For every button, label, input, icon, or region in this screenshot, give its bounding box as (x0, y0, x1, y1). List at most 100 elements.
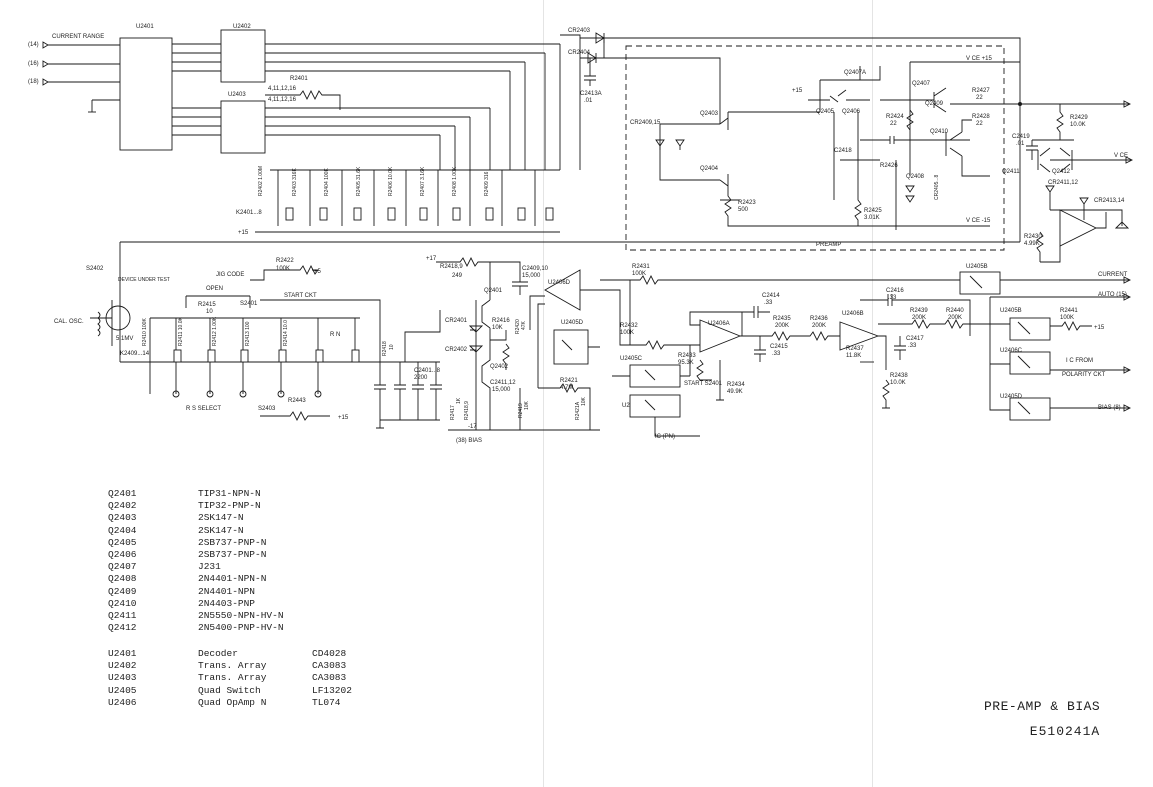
r2421a-label: R2421A (575, 401, 581, 420)
r2436-label: R2436 (810, 316, 828, 322)
open-label: OPEN (206, 286, 223, 292)
r2421a-value: 10K (581, 396, 587, 406)
transistor-ref: Q2407 (108, 561, 137, 573)
transistor-type: J231 (198, 561, 221, 573)
c2409-label: C2409,10 (522, 266, 549, 272)
r2422-value: 100K (276, 266, 290, 272)
output-stage-wiring (436, 256, 630, 431)
svg-text:R2402 1.00M: R2402 1.00M (258, 166, 264, 196)
q2402-label: Q2402 (490, 364, 509, 370)
c2411-label: C2411,12 (490, 380, 516, 386)
transistor-type: 2N4401-NPN (198, 585, 256, 597)
r2418-9b-label: R2418,9 (464, 401, 470, 420)
r2437-value: 11.8K (846, 353, 861, 359)
r2418-value: 10 (389, 344, 395, 350)
ic-from-label: I C FROM (1066, 358, 1093, 364)
u2405d-label: U2405D (561, 320, 584, 326)
polarity-ckt-label: POLARITY CKT (1062, 372, 1106, 378)
transistor-type: TIP31-NPN-N (198, 488, 261, 499)
jig-code-label: JIG CODE (216, 272, 244, 278)
r2425-label: R2425 (864, 208, 882, 214)
pin-18-label: (18) (28, 79, 39, 85)
u2403-pins: 4,11,12,16 (268, 86, 297, 92)
vce-minus15-label: V CE -15 (966, 218, 991, 224)
res-bank-labels: R2402 1.00M R2403 316K R2404 100K R2405 … (258, 166, 490, 196)
r2423-value: 500 (738, 207, 749, 213)
vce-plus15-label: V CE +15 (966, 56, 993, 62)
r2440-label: R2440 (946, 308, 964, 314)
r2433-value: 95.3K (678, 360, 694, 366)
transistor-type: 2SK147-N (198, 524, 244, 536)
transistor-type: TIP32-PNP-N (198, 500, 261, 512)
r2427-value: 22 (976, 95, 983, 101)
q2411-label: Q2411 (1002, 169, 1020, 175)
u2406b-label: U2406B (842, 311, 864, 317)
schematic-diagram: CURRENT RANGE (14) (16) (18) U2401 U2402… (28, 24, 1134, 444)
q2403-label: Q2403 (700, 111, 719, 117)
svg-text:R2408 1.00K: R2408 1.00K (452, 166, 458, 196)
c2415-value: .33 (772, 351, 781, 357)
ic-desc: Trans. Array (198, 672, 267, 684)
preamp-plus15: +15 (792, 88, 803, 94)
ic-part: LF13202 (312, 684, 352, 696)
c2401-value: 2200 (414, 375, 428, 381)
r2416-value: 10K (492, 325, 503, 331)
q2407a-label: Q2407A (844, 70, 866, 76)
bias38-label: (38) BIAS (456, 438, 482, 444)
ic-ref: U2402 (108, 660, 137, 672)
s2403-label: S2403 (258, 406, 276, 412)
plus17-label: +17 (426, 256, 437, 262)
r2430-label: R2430 (1024, 234, 1042, 240)
title-block: PRE-AMP & BIAS E510241A (984, 699, 1100, 739)
r2432-label: R2432 (620, 323, 638, 329)
ic-desc: Decoder (198, 648, 238, 659)
transistor-type: 2SK147-N (198, 512, 244, 524)
start-s2401-label: START S2401 (684, 381, 723, 387)
rn-resistor-labels: R2410 100K R2411 10.0K R2412 1.00K R2413… (142, 316, 289, 346)
r2421-value: 4.7M (560, 385, 573, 391)
transistor-ref: Q2405 (108, 536, 137, 548)
c2419-label: C2419 (1012, 134, 1030, 140)
dut-label: DEVICE UNDER TEST (118, 277, 170, 283)
s2402-label: S2402 (86, 266, 104, 272)
rs-select-label: R S SELECT (186, 406, 221, 412)
r2420-value: 47K (521, 320, 527, 330)
r2431-value: 100K (632, 271, 646, 277)
r2416-label: R2416 (492, 318, 510, 324)
transistor-ref: Q2412 (108, 622, 137, 634)
r2430-value: 4.99K (1024, 241, 1040, 247)
r2418-9-value: 249 (452, 273, 463, 279)
r2418-label: R2418 (382, 341, 388, 356)
drawing-title: PRE-AMP & BIAS (984, 699, 1101, 714)
svg-text:R2405 31.6K: R2405 31.6K (356, 166, 362, 196)
u2406d-label: U2406D (548, 280, 571, 286)
cr2405-label: CR2405...8 (934, 174, 940, 200)
k2401-label: K2401...8 (236, 210, 262, 216)
transistor-ref: Q2410 (108, 597, 137, 609)
transistor-type: 2N4401-NPN-N (198, 573, 267, 585)
plus5-label: +5 (314, 269, 322, 275)
r2433-label: R2433 (678, 353, 696, 359)
r2401-label: R2401 (290, 76, 308, 82)
pin-16-label: (16) (28, 61, 39, 67)
c2416-label: C2416 (886, 288, 904, 294)
drawing-number: E510241A (1029, 724, 1101, 739)
r2435-value: 200K (775, 323, 789, 329)
transistor-ref: Q2406 (108, 549, 137, 561)
c2413a-value: .01 (584, 98, 593, 104)
c2401-label: C2401...8 (414, 368, 441, 374)
ic-ref: U2401 (108, 648, 137, 659)
current-range-label: CURRENT RANGE (52, 34, 104, 40)
r2424-label: R2424 (886, 114, 904, 120)
cr2413-label: CR2413,14 (1094, 198, 1125, 204)
r2417-value: 1K (456, 397, 462, 404)
q2405-label: Q2405 (816, 109, 835, 115)
transistor-row: Q2402 TIP32-PNP-N (108, 500, 428, 512)
vce-out-label: V CE (1114, 153, 1128, 159)
transistor-ref: Q2402 (108, 500, 137, 512)
